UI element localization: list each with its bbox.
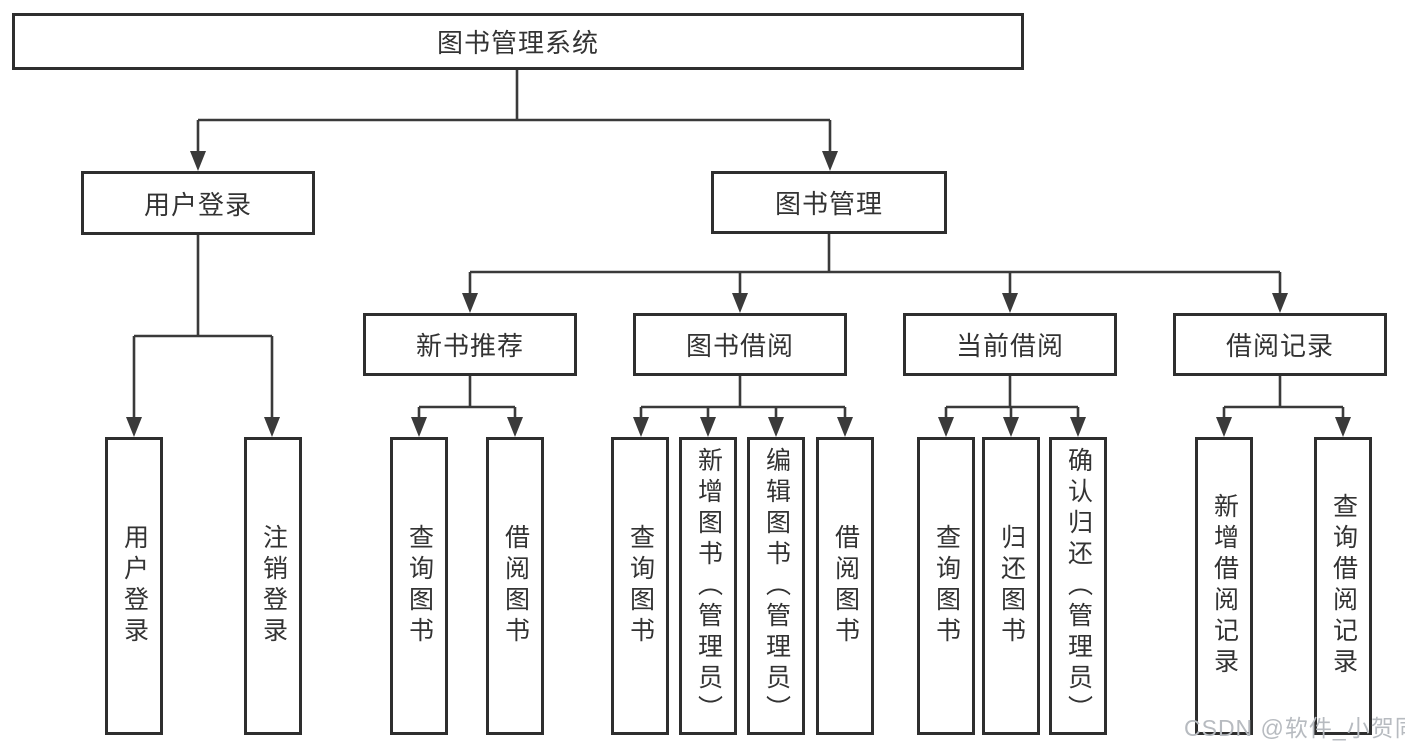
node-borrowing-records: 借阅记录	[1173, 313, 1387, 376]
leaf-label: 借阅图书	[501, 524, 530, 648]
branch-user-login: 用户登录	[81, 171, 315, 235]
node-new-book-recommendation: 新书推荐	[363, 313, 577, 376]
leaf-query-books-recommend: 查询图书	[390, 437, 448, 735]
node-current-borrowing: 当前借阅	[903, 313, 1117, 376]
leaf-borrow-books-recommend: 借阅图书	[486, 437, 544, 735]
leaf-logout: 注销登录	[244, 437, 302, 735]
leaf-label: 用户登录	[120, 524, 149, 648]
leaf-label: 编辑图书（管理员）	[762, 446, 791, 726]
leaf-label: 借阅图书	[831, 524, 860, 648]
leaf-label: 查询借阅记录	[1329, 493, 1358, 679]
branch-book-management: 图书管理	[711, 171, 947, 234]
leaf-edit-books-admin: 编辑图书（管理员）	[747, 437, 805, 735]
leaf-label: 新增借阅记录	[1210, 493, 1239, 679]
node-book-borrowing: 图书借阅	[633, 313, 847, 376]
leaf-label: 确认归还（管理员）	[1064, 446, 1093, 726]
leaf-confirm-return-admin: 确认归还（管理员）	[1049, 437, 1107, 735]
root-node-library-system: 图书管理系统	[12, 13, 1024, 70]
leaf-query-books-current: 查询图书	[917, 437, 975, 735]
leaf-label: 新增图书（管理员）	[694, 446, 723, 726]
leaf-user-login: 用户登录	[105, 437, 163, 735]
leaf-query-borrow-record: 查询借阅记录	[1314, 437, 1372, 735]
leaf-label: 查询图书	[932, 524, 961, 648]
csdn-watermark: CSDN @软件_小贺同学	[1184, 715, 1405, 741]
leaf-return-books: 归还图书	[982, 437, 1040, 735]
leaf-borrow-books: 借阅图书	[816, 437, 874, 735]
leaf-add-borrow-record: 新增借阅记录	[1195, 437, 1253, 735]
leaf-query-books-borrow: 查询图书	[611, 437, 669, 735]
leaf-label: 查询图书	[626, 524, 655, 648]
leaf-add-books-admin: 新增图书（管理员）	[679, 437, 737, 735]
leaf-label: 查询图书	[405, 524, 434, 648]
leaf-label: 注销登录	[259, 524, 288, 648]
leaf-label: 归还图书	[997, 524, 1026, 648]
